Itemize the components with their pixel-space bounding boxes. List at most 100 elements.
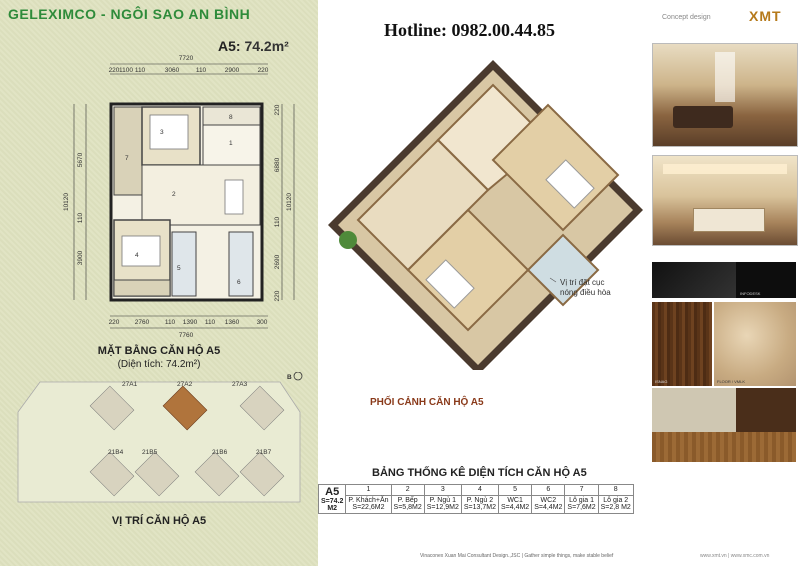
floor-plan-panel: GELEXIMCO - NGÔI SAO AN BÌNH A5: 74.2m² …	[0, 0, 318, 566]
unit-label-1: 27A1	[122, 381, 138, 388]
swatch-dark-glass	[652, 262, 736, 298]
apartment-code: A5:	[218, 38, 241, 54]
brand-separator: -	[96, 6, 111, 22]
room-name: WC1	[507, 497, 523, 505]
stats-code-cell: A5 S=74.2 M2	[317, 484, 347, 514]
col-header-8: 8	[597, 484, 634, 496]
room-number-3: 3	[160, 129, 164, 136]
room-1-top	[202, 124, 261, 166]
left-dim-1: 5670	[77, 152, 84, 167]
top-dim-4: 3060	[165, 67, 180, 74]
perspective-render	[318, 40, 646, 375]
right-dim-2: 6880	[274, 157, 281, 172]
concept-label: Concept design	[662, 14, 711, 21]
col-header-2: 2	[390, 484, 425, 496]
right-dim-5: 220	[274, 290, 281, 301]
unit-label-3: 27A3	[232, 381, 248, 388]
right-dim-1: 220	[274, 104, 281, 115]
room-name: P. Ngủ 2	[466, 497, 494, 505]
room-name: P. Khách+Ăn	[348, 497, 389, 505]
ac-unit-callout: Vị trí đặt cục nóng điều hòa	[560, 278, 611, 297]
brand-company: GELEXIMCO	[8, 6, 97, 22]
room-area: S=4,4M2	[534, 504, 563, 512]
perspective-title: PHỐI CẢNH CĂN HỘ A5	[370, 397, 484, 408]
bottom-dim-4: 1390	[183, 319, 198, 326]
bedroom-photo	[652, 155, 798, 246]
top-dim-6: 2900	[225, 67, 240, 74]
room-7	[113, 106, 143, 196]
apartment-title: A5: 74.2m²	[218, 38, 289, 54]
room-number-5: 5	[177, 265, 181, 272]
unit-label-4: 21B4	[108, 449, 124, 456]
unit-label-7: 21B7	[256, 449, 272, 456]
top-dim-7: 220	[258, 67, 269, 74]
swatch-label-3: FLOOR / VMLK	[717, 379, 746, 384]
left-total-dim: 10120	[63, 193, 70, 211]
right-total-dim: 10120	[286, 193, 293, 211]
footer-right: www.xmt.vn | www.xmc.com.vn	[700, 553, 770, 559]
top-total-dim: 7720	[179, 55, 194, 62]
swatch-stone	[652, 388, 736, 432]
right-dim-4: 2690	[274, 254, 281, 269]
room-area: S=12,9M2	[426, 504, 459, 512]
bottom-dim-1: 220	[109, 319, 120, 326]
bottom-dim-7: 300	[257, 319, 268, 326]
unit-label-6: 21B6	[212, 449, 228, 456]
room-area: S=7,6M2	[567, 504, 596, 512]
highlighted-unit	[162, 385, 208, 431]
material-swatches: INFODESK ISNAG FLOOR / VMLK	[652, 262, 796, 549]
bottom-dim-6: 1360	[225, 319, 240, 326]
top-dim-5: 110	[196, 67, 207, 74]
position-map: B 27A1 27A2 27A3 21B4 21B5 21B6 21B7	[17, 372, 303, 503]
room-6	[228, 231, 254, 297]
company-logo: XMT	[749, 8, 782, 24]
isometric-apartment	[328, 60, 643, 375]
room-name: P. Bếp	[397, 497, 418, 505]
floor-plan-subtitle: (Diện tích: 74.2m²)	[117, 359, 201, 370]
room-5	[171, 231, 197, 297]
room-number-7: 7	[125, 155, 129, 162]
position-map-title: VỊ TRÍ CĂN HỘ A5	[111, 515, 207, 527]
col-header-1: 1	[345, 484, 392, 496]
stats-code: A5	[325, 486, 340, 498]
unit-label-2: 27A2	[177, 381, 193, 388]
footer-left: Vinaconex Xuan Mai Consultant Design.,JS…	[420, 553, 614, 559]
unit-label-5: 21B5	[142, 449, 158, 456]
room-2	[141, 164, 261, 226]
swatch-label-1: INFODESK	[740, 291, 761, 296]
swatch-marble: FLOOR / VMLK	[714, 302, 796, 386]
col-header-4: 4	[460, 484, 499, 496]
top-dim-1: 220	[109, 67, 120, 74]
room-name: P. Ngủ 1	[429, 497, 456, 505]
top-dim-3: 110	[135, 67, 146, 74]
hotline: Hotline: 0982.00.44.85	[384, 20, 555, 40]
swatch-wood-floor	[652, 432, 796, 462]
bottom-dim-5: 110	[205, 319, 216, 326]
brand-title: GELEXIMCO - NGÔI SAO AN BÌNH	[8, 6, 250, 22]
room-number-8: 8	[229, 114, 233, 121]
col-header-7: 7	[564, 484, 599, 496]
room-area: S=5,8M2	[393, 504, 422, 512]
room-number-2: 2	[172, 191, 176, 198]
floor-plan-drawing: 7720 220 1100 110 3060 110 2900 220 1 2 …	[63, 55, 295, 339]
col-header-3: 3	[423, 484, 462, 496]
brand-project: NGÔI SAO AN BÌNH	[110, 6, 251, 22]
swatch-black: INFODESK	[736, 262, 796, 298]
room-number-1: 1	[229, 140, 233, 147]
room-area: S=22,6M2	[352, 504, 385, 512]
col-header-6: 6	[531, 484, 566, 496]
room-name: WC2	[540, 497, 557, 505]
floor-plan-title: MẶT BẰNG CĂN HỘ A5	[97, 345, 221, 357]
room-name: Lô gia 1	[569, 497, 594, 505]
apartment-area: 74.2m²	[244, 38, 289, 54]
room-area: S=13,7M2	[463, 504, 496, 512]
stats-title: BẢNG THỐNG KÊ DIỆN TÍCH CĂN HỘ A5	[372, 467, 587, 479]
left-dim-3: 3900	[77, 250, 84, 265]
room-area: S=2,8 M2	[600, 504, 631, 512]
